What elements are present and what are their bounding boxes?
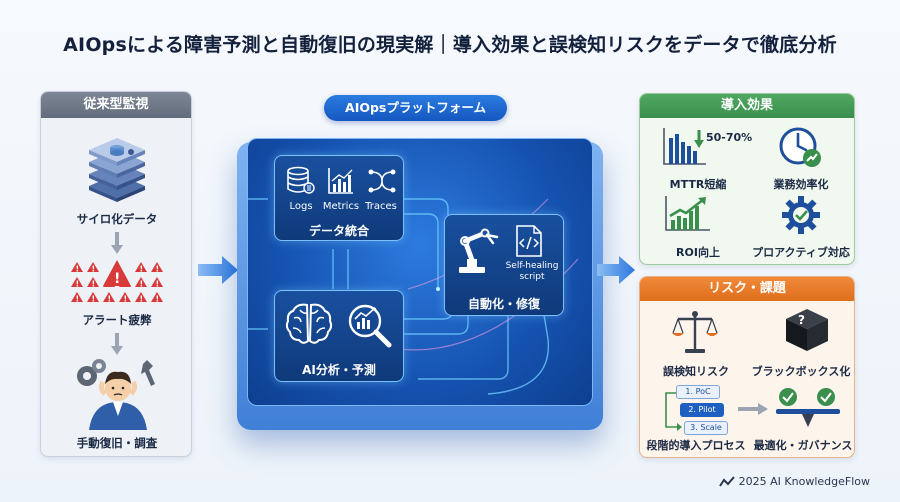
svg-text:?: ? bbox=[798, 313, 805, 327]
database-stack-icon bbox=[89, 138, 145, 202]
robot-arm-icon bbox=[459, 228, 499, 273]
alert-fatigue-label: アラート疲弊 bbox=[82, 313, 152, 327]
footer-text: 2025 AI KnowledgeFlow bbox=[738, 475, 870, 488]
ai-analysis-title: AI分析・予測 bbox=[302, 363, 376, 377]
stressed-engineer-icon bbox=[77, 359, 155, 430]
black-box-label: ブラックボックス化 bbox=[751, 365, 851, 378]
automation-card: Self-healing script 自動化・修復 bbox=[444, 214, 564, 316]
manual-recovery-label: 手動復旧・調査 bbox=[76, 436, 158, 450]
flow-arrow-left-icon bbox=[198, 256, 238, 284]
svg-text:!: ! bbox=[76, 265, 80, 274]
magnifier-chart-icon bbox=[348, 304, 392, 348]
down-arrow-icon-2 bbox=[111, 333, 123, 355]
traditional-monitoring-header: 従来型監視 bbox=[41, 92, 191, 118]
brain-icon bbox=[285, 303, 333, 344]
metrics-chart-icon bbox=[328, 168, 353, 194]
svg-text:!: ! bbox=[92, 265, 96, 274]
clock-efficiency-icon bbox=[779, 127, 821, 167]
script-file-icon bbox=[516, 225, 542, 257]
logs-label: Logs bbox=[289, 201, 313, 212]
phased-rollout-label: 段階的導入プロセス bbox=[646, 439, 746, 452]
alert-warning-icon: !!!! !!!! !!!! !! ! bbox=[71, 260, 163, 304]
footer-credit: 2025 AI KnowledgeFlow bbox=[718, 475, 870, 488]
database-icon bbox=[287, 166, 315, 194]
process-arrow-icon bbox=[738, 403, 768, 415]
svg-text:!: ! bbox=[140, 280, 144, 289]
proactive-label: プロアクティブ対応 bbox=[752, 246, 850, 259]
risks-panel: リスク・課題 誤検知リスク ? ブラックボックス化 1. PoC 2. Pilo… bbox=[639, 276, 855, 458]
balance-scale-icon bbox=[672, 311, 718, 353]
metrics-label: Metrics bbox=[322, 201, 360, 212]
down-arrow-icon bbox=[111, 232, 123, 254]
traces-label: Traces bbox=[365, 201, 397, 212]
svg-text:!: ! bbox=[76, 280, 80, 289]
mttr-label: MTTR短縮 bbox=[669, 178, 727, 191]
data-integration-title: データ統合 bbox=[308, 224, 369, 238]
logo-icon bbox=[718, 476, 735, 487]
efficiency-label: 業務効率化 bbox=[773, 178, 829, 191]
proactive-gear-icon bbox=[782, 196, 820, 234]
false-positive-label: 誤検知リスク bbox=[663, 365, 729, 378]
svg-text:!: ! bbox=[140, 265, 144, 274]
mttr-value: 50-70% bbox=[706, 131, 753, 144]
governance-label: 最適化・ガバナンス bbox=[753, 439, 853, 452]
self-healing-script-label: Self-healing script bbox=[505, 261, 559, 282]
step-flow-arrow-icon bbox=[665, 392, 682, 431]
svg-text:!: ! bbox=[92, 295, 96, 304]
automation-title: 自動化・修復 bbox=[467, 297, 540, 311]
svg-text:!: ! bbox=[124, 295, 128, 304]
svg-text:!: ! bbox=[108, 295, 112, 304]
black-box-icon: ? bbox=[786, 309, 828, 351]
svg-text:!: ! bbox=[156, 295, 160, 304]
effects-panel: 導入効果 50-70% MTTR短縮 業務効率化 ROI向上 bbox=[639, 93, 855, 265]
silo-data-label: サイロ化データ bbox=[76, 212, 158, 226]
page-title: AIOpsによる障害予測と自動復旧の現実解｜導入効果と誤検知リスクをデータで徹底… bbox=[63, 34, 837, 56]
roi-label: ROI向上 bbox=[676, 246, 720, 259]
poc-step: 1. PoC bbox=[676, 385, 720, 399]
effects-header: 導入効果 bbox=[640, 94, 854, 118]
data-integration-card: Logs Metrics Traces データ統合 bbox=[274, 155, 404, 241]
svg-text:!: ! bbox=[156, 280, 160, 289]
aiops-platform-header: AIOpsプラットフォーム bbox=[324, 95, 507, 121]
pilot-step: 2. Pilot bbox=[680, 403, 724, 417]
flow-arrow-right-icon bbox=[597, 256, 635, 284]
risks-header: リスク・課題 bbox=[640, 277, 854, 301]
svg-text:!: ! bbox=[76, 295, 80, 304]
roi-growth-icon bbox=[665, 196, 710, 231]
traces-icon bbox=[368, 169, 396, 193]
svg-text:!: ! bbox=[140, 295, 144, 304]
scale-step: 3. Scale bbox=[684, 421, 728, 435]
svg-text:!: ! bbox=[156, 265, 160, 274]
svg-text:!: ! bbox=[92, 280, 96, 289]
svg-text:!: ! bbox=[114, 271, 120, 287]
mttr-bar-chart-icon bbox=[663, 128, 706, 165]
traditional-monitoring-panel: 従来型監視 サイロ化データ bbox=[40, 91, 192, 457]
optimization-balance-icon bbox=[776, 388, 840, 427]
ai-analysis-card: AI分析・予測 bbox=[274, 290, 404, 382]
